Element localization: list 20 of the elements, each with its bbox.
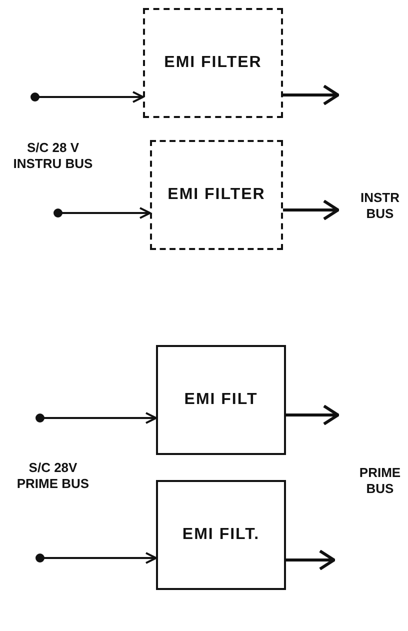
arrow xyxy=(283,84,340,106)
bus-label: S/C 28 V INSTRU BUS xyxy=(12,140,94,172)
filter-label: EMI FILT. xyxy=(182,525,260,546)
bus-label: PRIME BUS xyxy=(358,465,402,498)
arrow xyxy=(30,91,144,103)
arrow xyxy=(283,200,340,220)
filter-label: EMI FILT xyxy=(184,390,258,410)
filter-label: EMI FILTER xyxy=(164,53,262,74)
arrow xyxy=(54,207,151,219)
filter-box xyxy=(143,8,283,118)
arrow xyxy=(36,412,157,424)
filter-box xyxy=(150,140,283,250)
filter-label: EMI FILTER xyxy=(168,185,266,206)
arrow xyxy=(286,404,340,426)
bus-label: S/C 28V PRIME BUS xyxy=(16,460,90,492)
filter-box xyxy=(156,480,286,590)
bus-label: INSTR BUS xyxy=(360,190,400,222)
arrow xyxy=(36,552,157,564)
filter-box xyxy=(156,345,286,455)
arrow xyxy=(286,550,336,570)
